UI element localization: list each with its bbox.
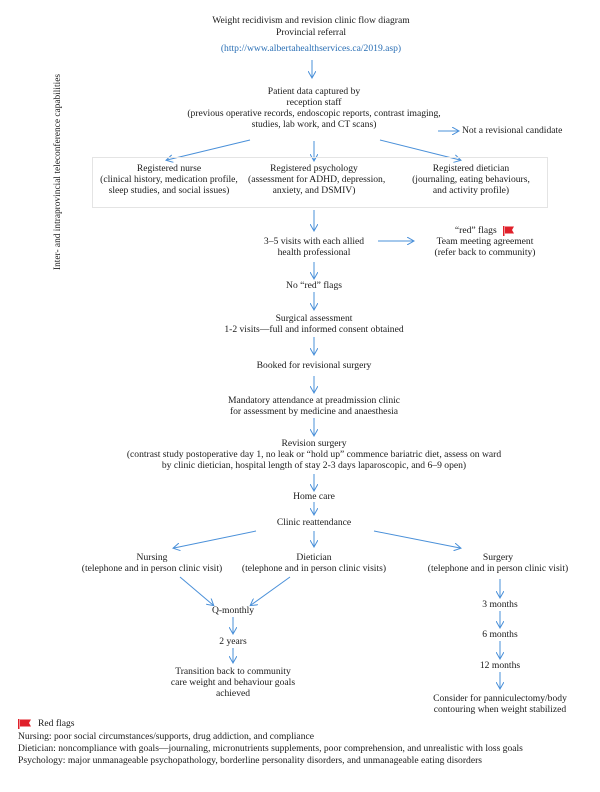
three-months: 3 months bbox=[482, 599, 518, 610]
allied-health-box bbox=[92, 157, 548, 208]
diet-title: Registered dietician bbox=[432, 163, 510, 174]
preadmission-line-2: for assessment by medicine and anaesthes… bbox=[229, 406, 399, 417]
legend-psychology: Psychology: major unmanageable psychopat… bbox=[18, 755, 483, 766]
red-flags-text: “red” flags bbox=[454, 225, 497, 236]
psych-title: Registered psychology bbox=[270, 163, 358, 174]
clinic-reattendance: Clinic reattendance bbox=[276, 517, 352, 528]
q-monthly: Q-monthly bbox=[211, 605, 255, 616]
diagram-subtitle: Provincial referral bbox=[275, 27, 347, 38]
red-flags-label: “red” flags bbox=[420, 225, 550, 236]
transition-line-1: Transition back to community bbox=[175, 666, 291, 677]
legend-title-row: Red flags bbox=[18, 718, 75, 729]
home-care: Home care bbox=[293, 491, 335, 502]
nurse-title: Registered nurse bbox=[136, 163, 202, 174]
preadmission-line-1: Mandatory attendance at preadmission cli… bbox=[227, 395, 401, 406]
visits-line-2: health professional bbox=[277, 247, 351, 258]
referral-link[interactable]: (http://www.albertahealthservices.ca/201… bbox=[220, 43, 402, 54]
revision-surgery-detail-1: (contrast study postoperative day 1, no … bbox=[126, 449, 502, 460]
dietician-detail: (telephone and in person clinic visits) bbox=[241, 563, 387, 574]
dietician-title: Dietician bbox=[296, 552, 332, 563]
arrow-dietician-to-qmonthly bbox=[251, 576, 291, 605]
visits-line-1: 3–5 visits with each allied bbox=[263, 236, 365, 247]
diagram-title: Weight recidivism and revision clinic fl… bbox=[212, 15, 410, 26]
arrow-intake-to-nurse bbox=[167, 139, 251, 160]
booked-for-surgery: Booked for revisional surgery bbox=[256, 360, 372, 371]
arrow-clinic-to-surgery bbox=[373, 530, 460, 548]
nursing-title: Nursing bbox=[136, 552, 168, 563]
six-months: 6 months bbox=[482, 629, 518, 640]
consider-line-2: contouring when weight stabilized bbox=[433, 704, 567, 715]
arrow-clinic-to-nursing bbox=[174, 530, 257, 548]
diet-detail-2: and activity profile) bbox=[432, 185, 510, 196]
legend-title: Red flags bbox=[38, 718, 75, 729]
psych-detail-1: (assessment for ADHD, depression, bbox=[248, 174, 386, 185]
side-label-teleconference: Inter- and intraprovincial teleconferenc… bbox=[53, 73, 63, 271]
arrow-intake-to-diet bbox=[379, 139, 460, 160]
intake-line-4: studies, lab work, and CT scans) bbox=[251, 119, 377, 130]
intake-line-2: reception staff bbox=[286, 97, 342, 108]
surgery-detail: (telephone and in person clinic visit) bbox=[427, 563, 569, 574]
refer-back: (refer back to community) bbox=[434, 247, 536, 258]
nurse-detail-1: (clinical history, medication profile, bbox=[100, 174, 238, 185]
legend-nursing: Nursing: poor social circumstances/suppo… bbox=[18, 731, 315, 742]
nurse-detail-2: sleep studies, and social issues) bbox=[108, 185, 230, 196]
transition-line-3: achieved bbox=[215, 688, 251, 699]
surgical-assessment-title: Surgical assessment bbox=[275, 313, 353, 324]
nursing-detail: (telephone and in person clinic visit) bbox=[81, 563, 223, 574]
surgery-title: Surgery bbox=[482, 552, 514, 563]
surgical-assessment-detail: 1-2 visits—full and informed consent obt… bbox=[224, 324, 404, 335]
two-years: 2 years bbox=[219, 636, 247, 647]
arrow-nursing-to-qmonthly bbox=[179, 576, 213, 605]
red-flag-icon bbox=[503, 225, 515, 236]
intake-line-3: (previous operative records, endoscopic … bbox=[187, 108, 441, 119]
team-meeting: Team meeting agreement bbox=[436, 236, 534, 247]
diet-detail-1: (journaling, eating behaviours, bbox=[412, 174, 530, 185]
twelve-months: 12 months bbox=[479, 660, 521, 671]
revision-surgery-title: Revision surgery bbox=[281, 438, 347, 449]
transition-line-2: care weight and behaviour goals bbox=[170, 677, 296, 688]
revision-surgery-detail-2: by clinic dietician, hospital length of … bbox=[161, 460, 467, 471]
no-red-flags: No “red” flags bbox=[286, 280, 342, 291]
not-candidate: Not a revisional candidate bbox=[462, 125, 563, 136]
legend-dietician: Dietician: noncompliance with goals—jour… bbox=[18, 743, 523, 754]
intake-line-1: Patient data captured by bbox=[267, 86, 361, 97]
legend-red-flag-icon bbox=[18, 718, 31, 729]
consider-line-1: Consider for panniculectomy/body bbox=[433, 693, 567, 704]
psych-detail-2: anxiety, and DSMIV) bbox=[272, 185, 356, 196]
